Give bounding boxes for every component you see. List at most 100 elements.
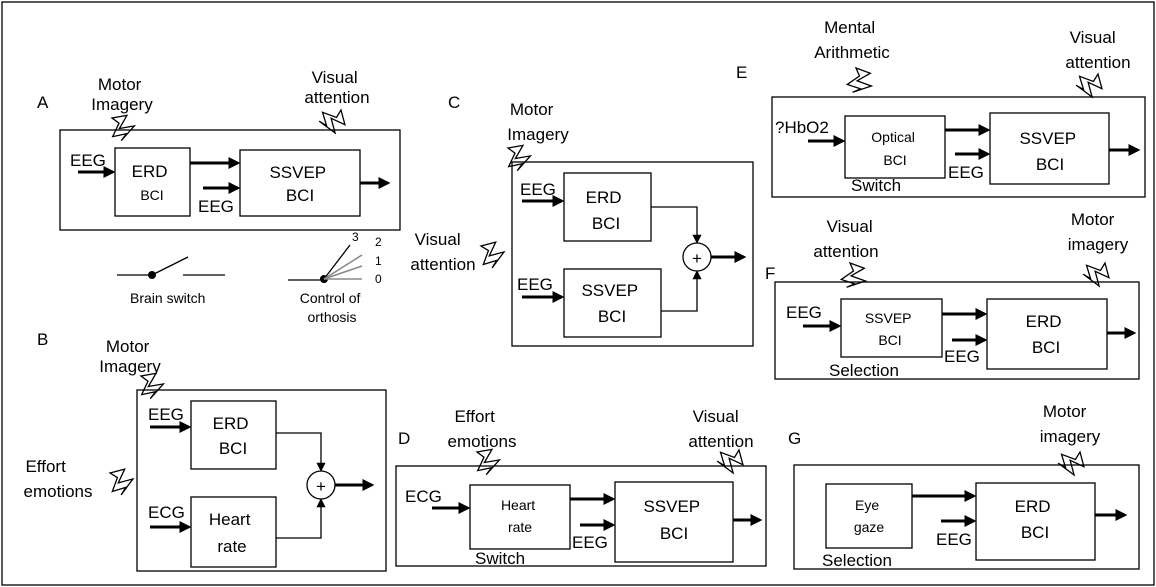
panel-e: E Mental Arithmetic Visual attention Opt… (736, 18, 1146, 198)
panel-c-ssvep-bci-box (563, 268, 662, 338)
panel-c-motor-bolt-icon (503, 142, 533, 174)
orthosis-level-3: 3 (352, 230, 359, 244)
panel-c-eeg-top-label: EEG (520, 180, 556, 199)
panel-a-motor-bolt-icon (107, 112, 137, 144)
orthosis-level-2-line (323, 254, 363, 280)
orthosis-level-1-line (323, 265, 363, 280)
panel-a-letter: A (37, 93, 49, 112)
panel-f-erd-bci-box (986, 298, 1108, 370)
panel-d-heart-rate-label: Heart rate (501, 497, 539, 535)
panel-c-erd-to-sum-wire (651, 206, 702, 244)
panel-b-erd-to-sum-wire (276, 432, 326, 472)
panel-d-caption: Switch (475, 549, 525, 568)
panel-e-arithmetic-bolt-icon (841, 63, 878, 100)
panel-b-erd-bci-box (190, 400, 277, 470)
panel-d-visual-attention-label: Visual attention (688, 407, 753, 451)
panel-a-visual-attention-label: Visual attention (304, 68, 369, 107)
panel-f-frame (774, 281, 1140, 380)
panel-g-motor-imagery-label: Motor imagery (1040, 402, 1101, 446)
panel-a-eeg-input-label: EEG (70, 151, 106, 170)
panel-c-motor-imagery-label: Motor Imagery (507, 100, 569, 144)
panel-c: C Motor Imagery Visual attention ERD BCI… (410, 93, 754, 347)
panel-g-eeg-mid-label: EEG (936, 530, 972, 549)
panel-g-letter: G (788, 429, 801, 448)
panel-e-eeg-mid-label: EEG (948, 163, 984, 182)
panel-e-optical-bci-label: Optical BCI (871, 129, 918, 168)
panel-b-letter: B (37, 330, 48, 349)
orthosis-level-0: 0 (375, 272, 382, 286)
panel-b-effort-emotions-label: Effort emotions (24, 457, 93, 501)
panel-a-frame (59, 129, 401, 231)
panel-e-visual-bolt-icon (1074, 71, 1104, 99)
panel-b-motor-bolt-icon (136, 370, 166, 402)
panel-g-erd-bci-label: ERD BCI (1015, 497, 1056, 542)
panel-d-effort-emotions-label: Effort emotions (448, 407, 517, 451)
brain-switch-lever (151, 256, 189, 276)
panel-b-plus-icon: + (316, 477, 326, 496)
panel-g-eye-gaze-box (825, 483, 913, 549)
panel-f-ssvep-bci-box (840, 298, 943, 358)
panel-a-ssvep-bci-label: SSVEP BCI (269, 163, 330, 205)
panel-d-frame (395, 465, 767, 567)
panel-a: A Motor Imagery Visual attention ERD BCI… (37, 68, 401, 325)
panel-c-visual-bolt-icon (478, 240, 506, 270)
panel-e-ssvep-bci-box (989, 112, 1110, 185)
panel-c-ssvep-to-sum-wire (661, 270, 702, 312)
panel-c-erd-bci-label: ERD BCI (586, 188, 627, 233)
panel-f-eeg-mid-label: EEG (944, 347, 980, 366)
orthosis-level-2: 2 (375, 235, 382, 249)
panel-b-effort-bolt-icon (107, 467, 135, 497)
panel-c-visual-attention-label: Visual attention (410, 230, 475, 274)
panel-f-visual-attention-label: Visual attention (813, 217, 878, 261)
panel-d: D Effort emotions Visual attention Heart… (395, 407, 767, 568)
panel-d-ssvep-bci-label: SSVEP BCI (643, 497, 704, 543)
panel-f-letter: F (765, 264, 775, 283)
panel-b-heart-rate-label: Heart rate (209, 510, 255, 556)
panel-e-hbo2-input-label: ?HbO2 (775, 118, 829, 137)
panel-f-motor-bolt-icon (1081, 260, 1111, 288)
panel-c-eeg-bottom-label: EEG (517, 275, 553, 294)
panel-b-heart-rate-box (190, 496, 277, 568)
panel-g-frame (793, 464, 1140, 570)
panel-f-motor-imagery-label: Motor imagery (1068, 210, 1129, 254)
panel-b-motor-imagery-label: Motor Imagery (99, 337, 161, 376)
panel-d-ecg-input-label: ECG (405, 487, 442, 506)
panel-f-eeg-input-label: EEG (786, 303, 822, 322)
panel-f-ssvep-bci-label: SSVEP BCI (865, 310, 915, 348)
panel-b-frame (136, 389, 387, 572)
panel-a-motor-imagery-label: Motor Imagery (91, 75, 153, 114)
panel-f-erd-bci-label: ERD BCI (1026, 312, 1067, 357)
orthosis-level-3-line (323, 244, 351, 280)
panel-d-visual-bolt-icon (715, 447, 745, 475)
panel-b-erd-bci-label: ERD BCI (213, 414, 254, 458)
panel-b-hr-to-sum-wire (276, 498, 326, 539)
panel-a-erd-bci-label: ERD BCI (132, 162, 173, 203)
panel-c-letter: C (448, 93, 460, 112)
panel-d-letter: D (398, 429, 410, 448)
panel-e-visual-attention-label: Visual attention (1065, 28, 1130, 72)
panel-f-caption: Selection (829, 361, 899, 380)
panel-g-eye-gaze-label: Eye gaze (854, 497, 885, 535)
panel-f: F Visual attention Motor imagery SSVEP B… (765, 210, 1140, 380)
panel-b-ecg-input-label: ECG (148, 503, 185, 522)
panel-e-frame (771, 96, 1146, 198)
panel-c-plus-icon: + (692, 249, 702, 268)
panel-g: G Motor imagery Eye gaze ERD BCI EEG Sel… (788, 402, 1140, 570)
orthosis-level-1: 1 (375, 254, 382, 268)
panel-e-ssvep-bci-label: SSVEP BCI (1019, 129, 1080, 174)
orthosis-label: Control of orthosis (300, 290, 365, 325)
panel-g-motor-bolt-icon (1056, 449, 1086, 477)
panel-b: B Motor Imagery Effort emotions ERD BCI … (24, 330, 387, 572)
panel-d-eeg-mid-label: EEG (572, 533, 608, 552)
panel-c-frame (511, 161, 754, 347)
panel-g-caption: Selection (822, 551, 892, 570)
panel-f-visual-bolt-icon (835, 258, 872, 295)
panel-d-effort-bolt-icon (472, 446, 502, 478)
panel-a-ssvep-bci-box (239, 149, 361, 217)
panel-e-caption: Switch (851, 176, 901, 195)
panel-b-eeg-input-label: EEG (148, 405, 184, 424)
panel-a-erd-bci-box (114, 147, 191, 217)
panel-c-erd-bci-box (563, 172, 652, 242)
